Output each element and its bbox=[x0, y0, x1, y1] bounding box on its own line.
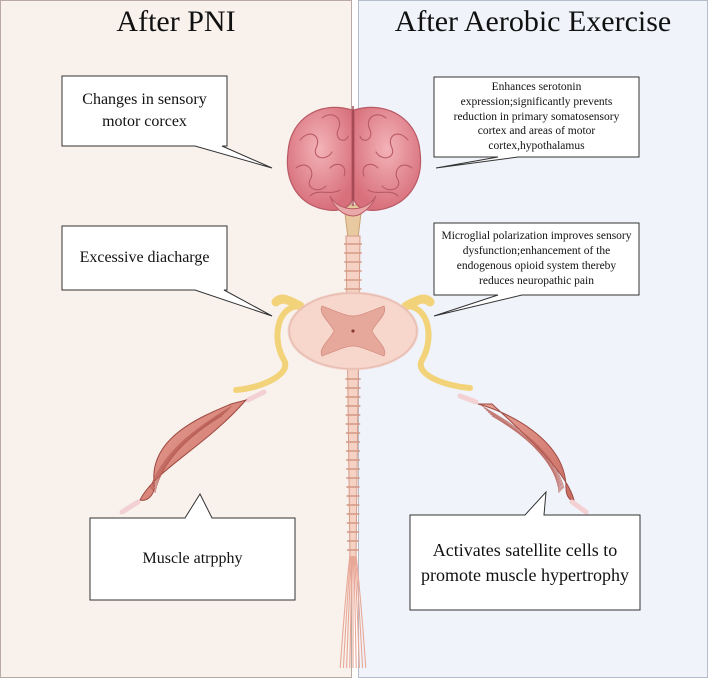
muscle-fiber bbox=[485, 409, 563, 491]
muscle-fiber bbox=[150, 407, 231, 490]
brain-gyrus bbox=[367, 189, 399, 197]
muscle-fiber bbox=[151, 409, 229, 491]
muscle-fiber bbox=[489, 413, 561, 493]
cauda-fiber bbox=[354, 555, 364, 669]
callout-excessive-discharge: Excessive diacharge bbox=[79, 249, 210, 266]
brain-gyrus bbox=[295, 164, 327, 191]
cauda-fiber bbox=[355, 555, 367, 669]
cauda-fiber bbox=[349, 555, 353, 669]
cauda-fiber bbox=[354, 555, 360, 669]
callout-balloon-sensory bbox=[61, 75, 273, 169]
muscle-fiber bbox=[154, 415, 223, 494]
callout-balloon-atrophy bbox=[89, 492, 296, 601]
callout-satellite-cells: Activates satellite cells to promote mus… bbox=[421, 540, 629, 585]
muscle-fiber bbox=[491, 415, 560, 494]
panel-title-after-pni: After PNI bbox=[116, 5, 236, 38]
brain-gyrus bbox=[299, 133, 333, 159]
brain-gyrus bbox=[375, 133, 409, 159]
spinal-cord-icon bbox=[339, 204, 367, 669]
brain-gyrus bbox=[359, 114, 387, 141]
callout-sensory-motor-cortex: Changes in sensory motor corcex bbox=[82, 91, 207, 130]
muscle-icon-right bbox=[457, 393, 589, 515]
brain-gyrus bbox=[381, 164, 413, 191]
callout-muscle-atrophy: Muscle atrpphy bbox=[142, 550, 243, 567]
cauda-fiber bbox=[339, 555, 351, 669]
muscle-icon-left bbox=[119, 389, 267, 515]
callout-balloon-microglia bbox=[433, 222, 640, 317]
callout-microglial-polarization: Microglial polarization improves sensory… bbox=[441, 230, 632, 287]
nerve-root-icon bbox=[233, 294, 473, 393]
brain-gyrus bbox=[329, 163, 346, 177]
callout-balloon-discharge bbox=[61, 225, 273, 317]
brain-icon bbox=[286, 106, 422, 217]
brain-gyrus bbox=[321, 114, 349, 141]
muscle-fiber bbox=[481, 405, 565, 489]
callout-serotonin-expression: Enhances serotonin expression;significan… bbox=[453, 80, 620, 153]
cauda-fiber bbox=[346, 555, 352, 669]
brain-gyrus bbox=[362, 163, 379, 177]
muscle-fiber bbox=[487, 411, 562, 492]
cauda-fiber bbox=[342, 555, 352, 669]
muscle-fiber bbox=[149, 405, 233, 489]
callout-balloon-satellite bbox=[409, 490, 641, 611]
spinal-cross-section-icon bbox=[287, 291, 419, 371]
muscle-fiber bbox=[483, 407, 564, 490]
panel-title-after-exercise: After Aerobic Exercise bbox=[394, 5, 672, 38]
brain-gyrus bbox=[309, 189, 341, 197]
callout-balloon-serotonin bbox=[433, 76, 640, 169]
muscle-fiber bbox=[152, 411, 227, 492]
cauda-fiber bbox=[353, 555, 357, 669]
